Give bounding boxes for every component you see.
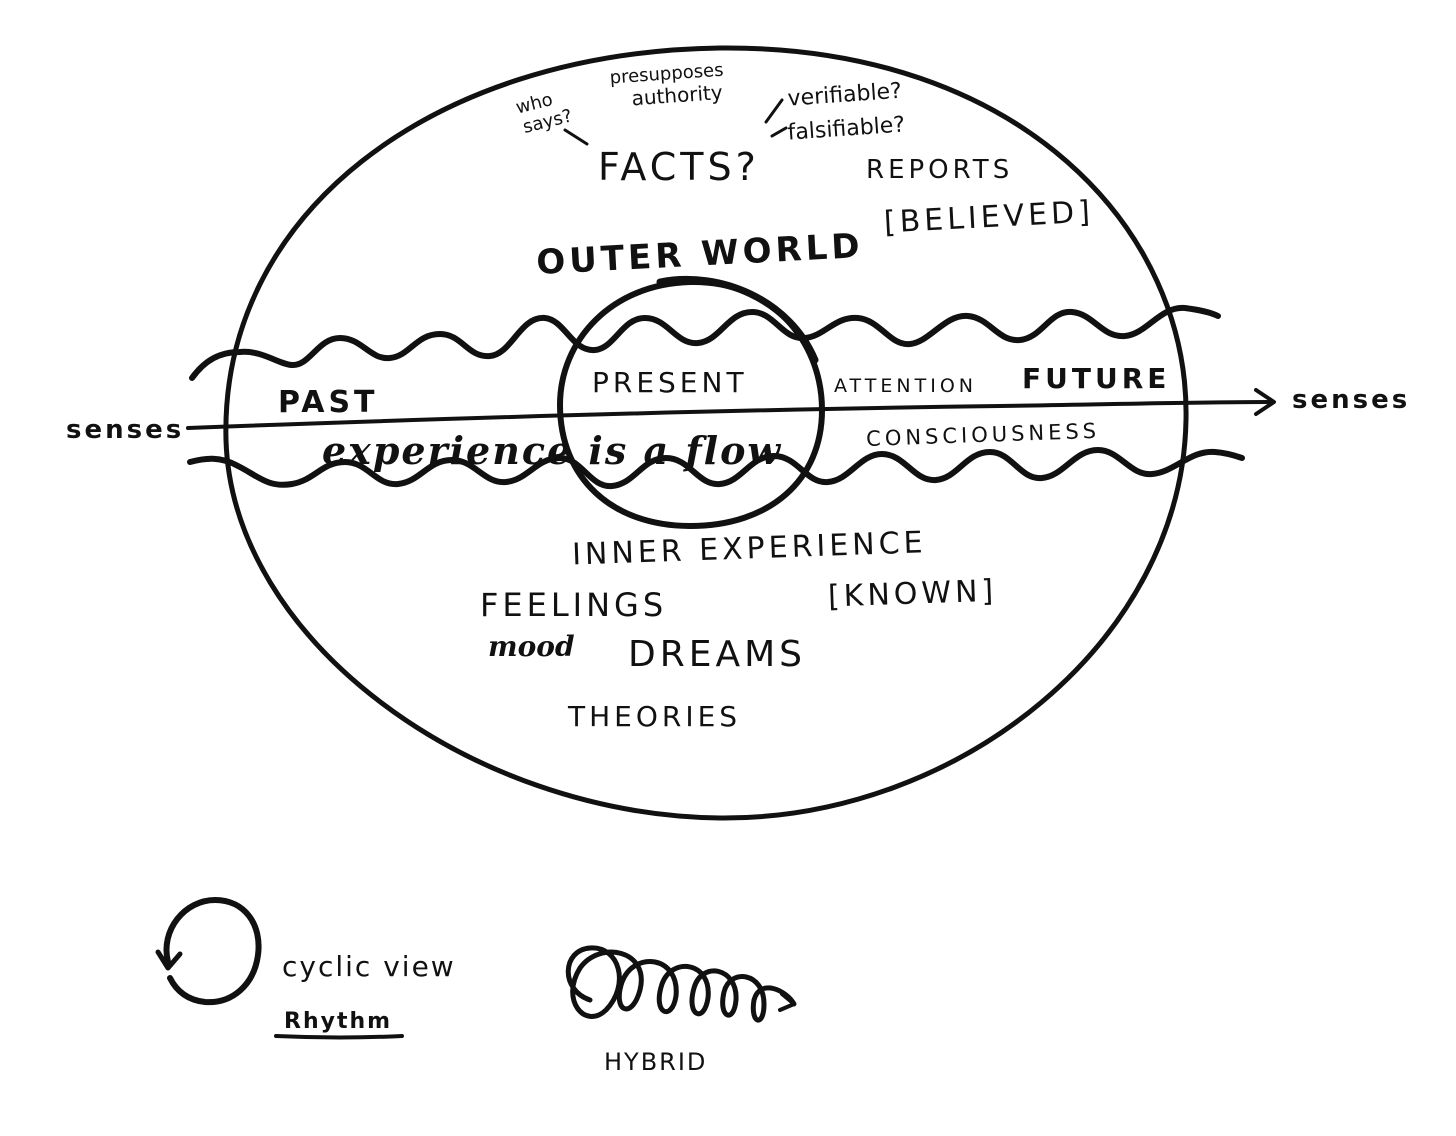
hybrid-arrowhead-icon bbox=[778, 992, 796, 1012]
who-says-connector bbox=[563, 128, 589, 146]
outer-oval bbox=[223, 45, 1189, 821]
present-label: PRESENT bbox=[592, 366, 748, 399]
theories-label: THEORIES bbox=[567, 700, 741, 733]
falsifiable-connector bbox=[770, 126, 788, 138]
senses-axis bbox=[186, 400, 1272, 430]
dreams-label: DREAMS bbox=[628, 634, 806, 675]
outer-world-label: OUTER WORLD bbox=[535, 226, 864, 283]
cyclic-circle-icon bbox=[163, 897, 262, 1006]
verifiable-note: verifiable? bbox=[787, 79, 903, 112]
verifiable-connector bbox=[764, 98, 784, 124]
present-circle-thick-arc bbox=[656, 275, 819, 364]
cyclic-view-label: cyclic view bbox=[282, 950, 456, 983]
senses-arrowhead bbox=[1254, 388, 1276, 416]
future-label: FUTURE bbox=[1022, 362, 1170, 395]
senses-right-label: senses bbox=[1292, 385, 1410, 415]
believed-label: [BELIEVED] bbox=[883, 195, 1095, 241]
mood-label: mood bbox=[488, 630, 575, 663]
senses-left-label: senses bbox=[66, 415, 184, 445]
flow-phrase: experience is a flow bbox=[322, 428, 782, 473]
falsifiable-note: falsifiable? bbox=[787, 112, 906, 145]
known-label: [KNOWN] bbox=[827, 574, 997, 615]
rhythm-label: Rhythm bbox=[284, 1009, 392, 1034]
lower-wave bbox=[187, 447, 1245, 489]
rhythm-underline bbox=[274, 1034, 404, 1040]
cyclic-arrowhead-icon bbox=[155, 949, 183, 971]
attention-label: ATTENTION bbox=[834, 375, 977, 397]
facts-label: FACTS? bbox=[598, 145, 760, 189]
inner-experience-label: INNER EXPERIENCE bbox=[572, 525, 928, 572]
reports-label: REPORTS bbox=[866, 155, 1013, 185]
feelings-label: FEELINGS bbox=[480, 586, 667, 624]
hybrid-spiral-icon bbox=[565, 945, 797, 1023]
consciousness-label: CONSCIOUSNESS bbox=[866, 419, 1101, 451]
authority-note: authority bbox=[631, 80, 724, 110]
hybrid-label: HYBRID bbox=[604, 1048, 707, 1076]
past-label: PAST bbox=[278, 385, 379, 420]
upper-wave bbox=[189, 304, 1221, 381]
